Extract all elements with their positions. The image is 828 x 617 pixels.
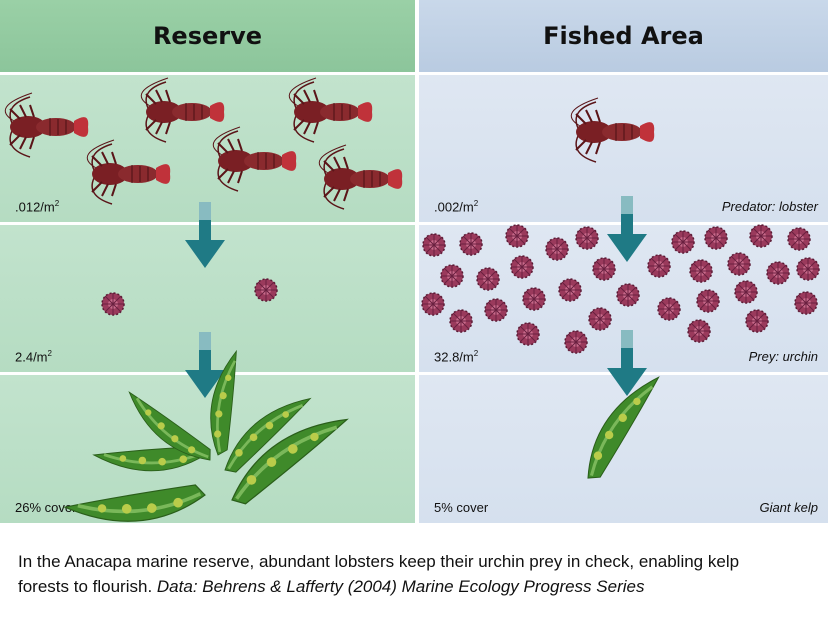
urchin-icon <box>254 278 278 302</box>
urchin-icon <box>101 292 125 316</box>
reserve-lobster-density: .012/m2 <box>15 198 60 214</box>
reserve-kelp-cover: 26% cover <box>15 500 77 515</box>
fished-lobster-density: .002/m2 <box>434 198 479 214</box>
down-arrow-icon <box>607 330 647 396</box>
fished-header: Fished Area <box>419 0 828 72</box>
lobster-icon <box>318 144 404 210</box>
down-arrow-icon <box>607 196 647 262</box>
lobster-icon <box>140 77 226 143</box>
fished-kelp-cover: 5% cover <box>434 500 489 515</box>
figure-caption: In the Anacapa marine reserve, abundant … <box>18 552 740 596</box>
lobster-icon <box>570 97 656 163</box>
prey-label: Prey: urchin <box>748 349 818 364</box>
caption-source: Data: Behrens & Lafferty (2004) Marine E… <box>156 577 645 596</box>
down-arrow-icon <box>185 202 225 268</box>
lobster-icon <box>4 92 90 158</box>
illustration-layer <box>4 77 820 530</box>
reserve-header: Reserve <box>0 0 415 72</box>
fished-urchin-density: 32.8/m2 <box>434 348 479 364</box>
lobster-icon <box>212 126 298 192</box>
lobster-icon <box>86 139 172 205</box>
kelp-label: Giant kelp <box>759 500 818 515</box>
lobster-icon <box>288 77 374 143</box>
reserve-urchin-density: 2.4/m2 <box>15 348 52 364</box>
predator-label: Predator: lobster <box>721 199 818 214</box>
fished-kelp-cell: 5% cover Giant kelp <box>419 375 828 523</box>
